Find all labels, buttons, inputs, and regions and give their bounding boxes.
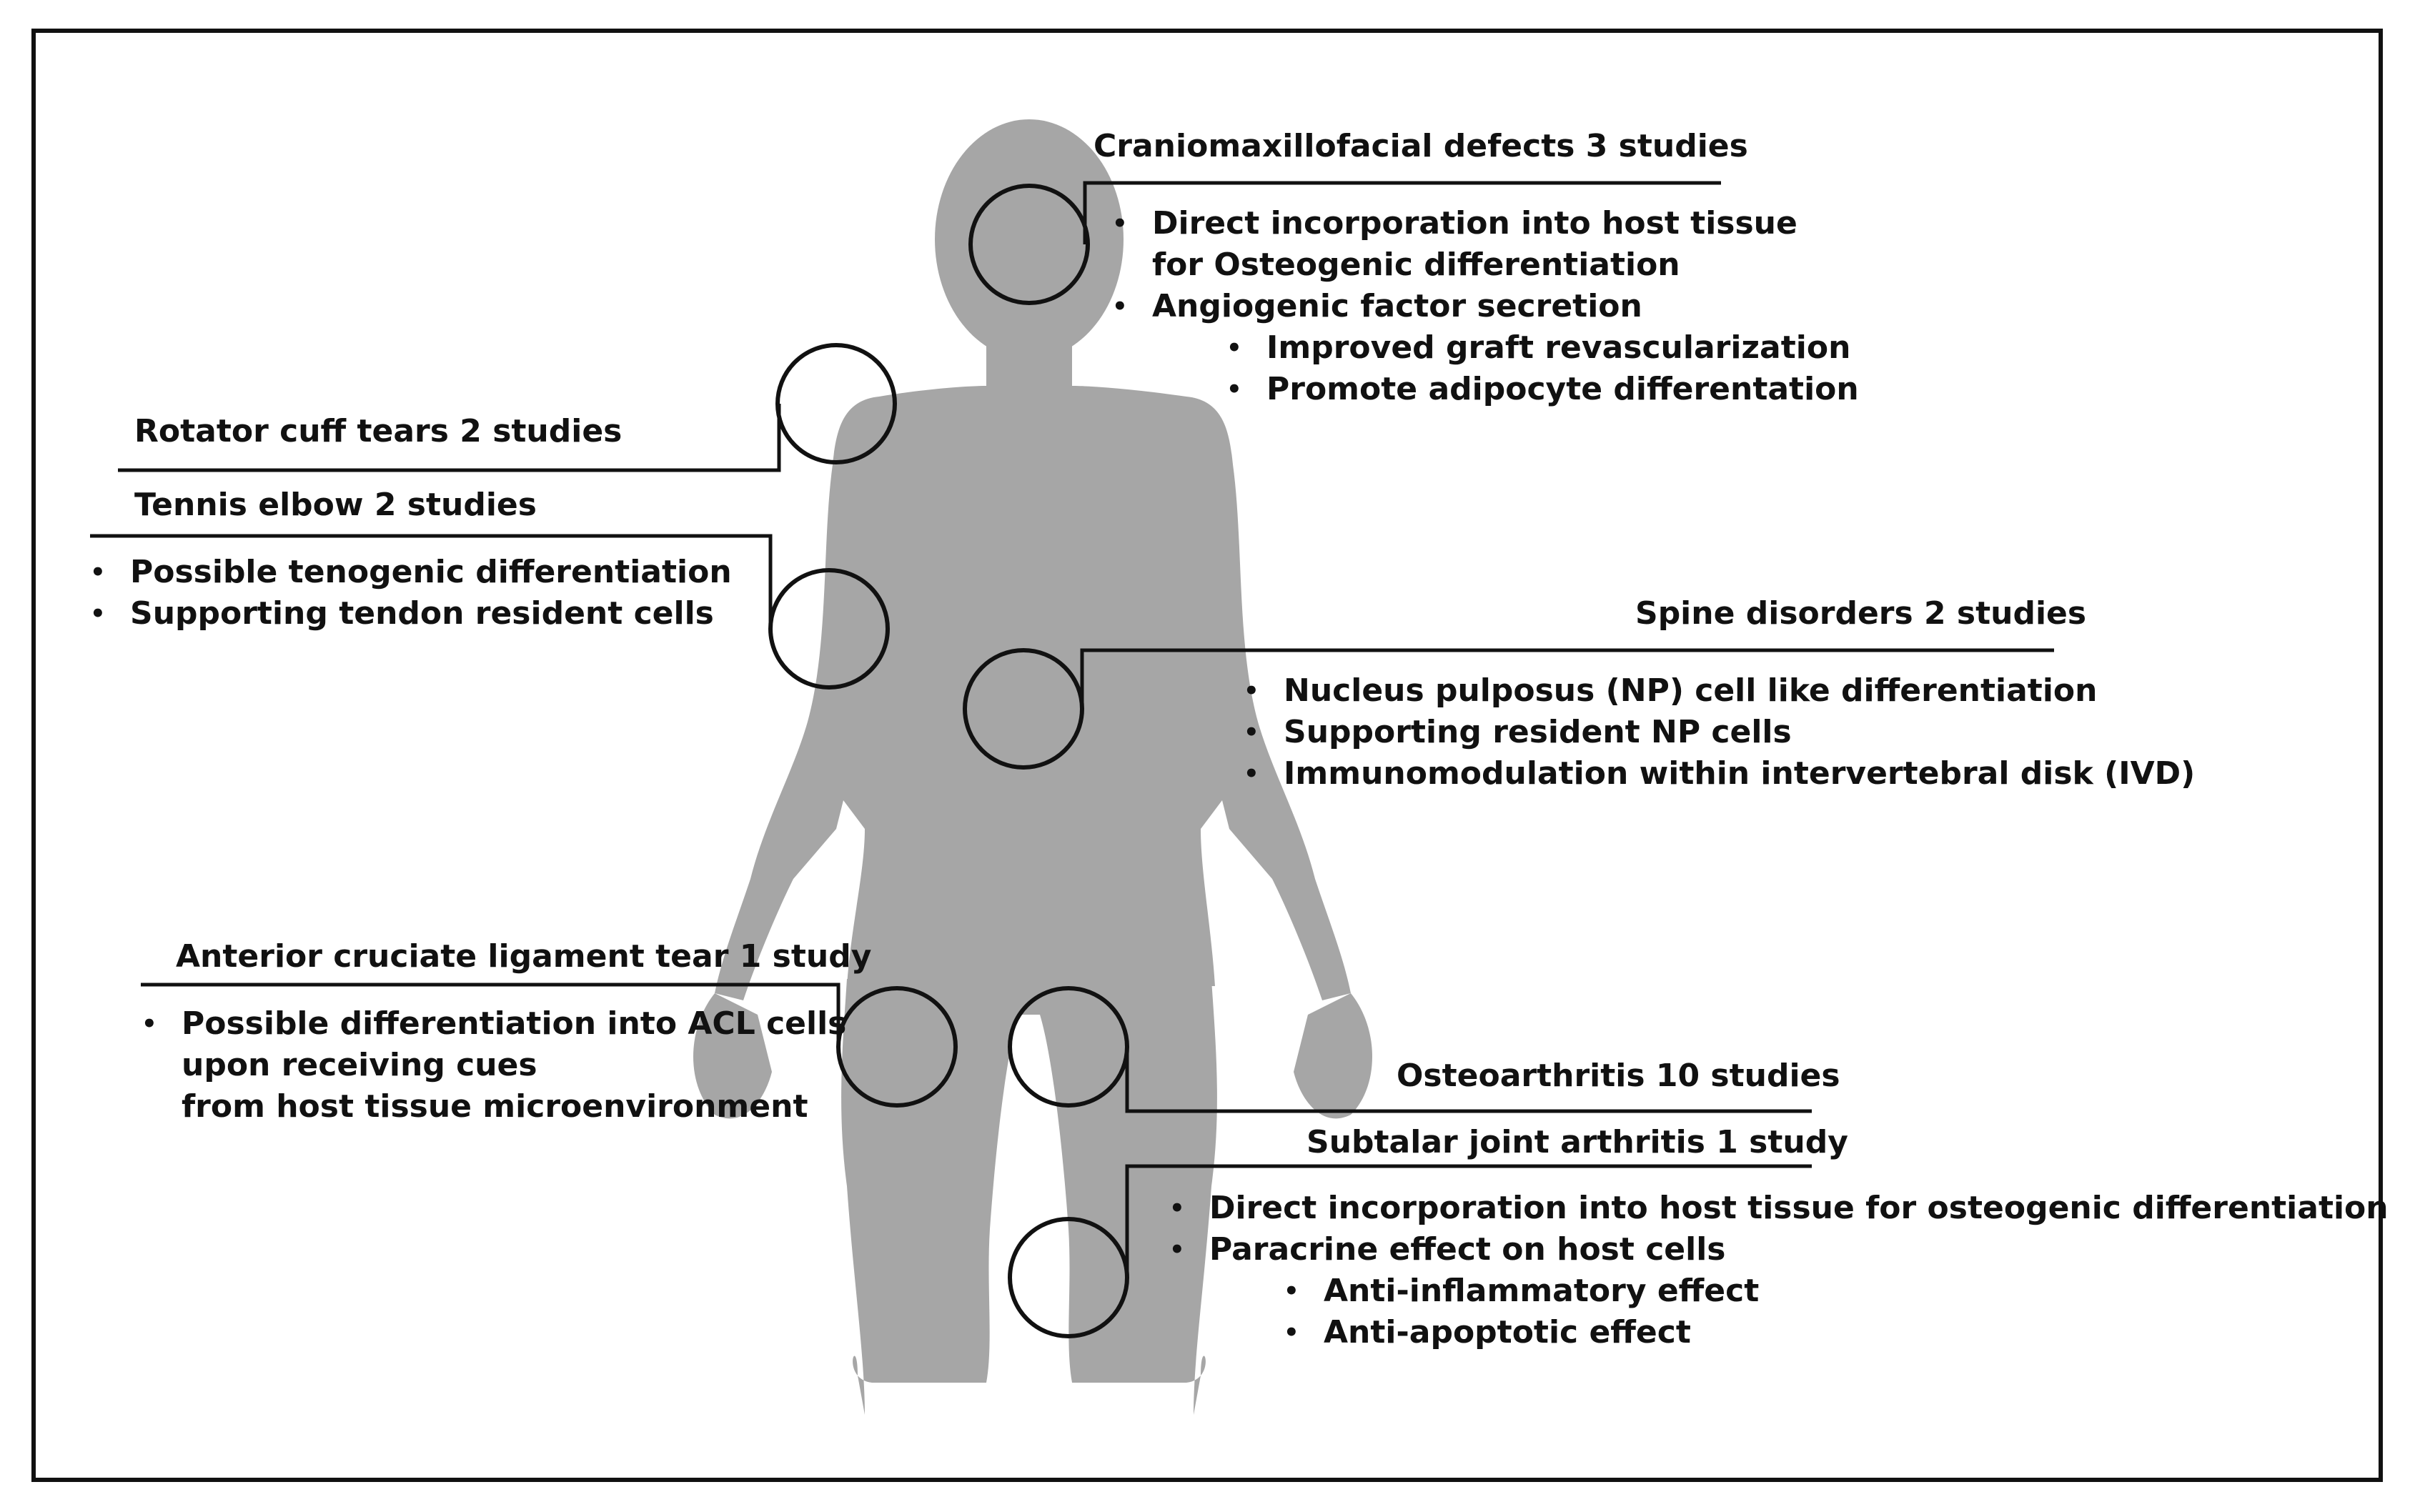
acl-item-3: from host tissue microenvironment (182, 1088, 808, 1125)
spine-list: Nucleus pulposus (NP) cell like differen… (1244, 670, 2195, 795)
subtalar-title: Subtalar joint arthritis 1 study (1306, 1124, 1848, 1160)
cranio-item-5: Promote adipocyte differentation (1112, 369, 1859, 410)
cranio-item-2: for Osteogenic differentiation (1152, 247, 1680, 283)
leader-cranio (1083, 181, 1721, 244)
rotator-title: Rotator cuff tears 2 studies (134, 413, 623, 449)
spine-item-3: Immunomodulation within intervertebral d… (1244, 753, 2195, 795)
target-circle-icon (768, 184, 1129, 1338)
cranio-item-3: Angiogenic factor secretion (1112, 286, 1859, 327)
tennis-item-2: Supporting tendon resident cells (90, 593, 732, 635)
leader-rotator (118, 404, 781, 472)
human-body-silhouette-icon (693, 119, 1372, 1415)
leader-subtalar (1125, 1164, 1812, 1278)
subtalar-item-4: Anti-apoptotic effect (1169, 1312, 2389, 1353)
cranio-item-4: Improved graft revascularization (1112, 327, 1859, 369)
tennis-title: Tennis elbow 2 studies (134, 487, 537, 523)
tennis-item-1: Possible tenogenic differentiation (90, 552, 732, 593)
spine-title: Spine disorders 2 studies (1635, 595, 2087, 632)
subtalar-item-2: Paracrine effect on host cells (1169, 1229, 2389, 1270)
oa-title: Osteoarthritis 10 studies (1397, 1058, 1840, 1094)
acl-item-2: upon receiving cues (182, 1047, 537, 1083)
acl-title: Anterior cruciate ligament tear 1 study (176, 938, 872, 975)
acl-list: Possible differentiation into ACL cellsu… (142, 1003, 846, 1128)
acl-item-1: Possible differentiation into ACL cells (142, 1003, 846, 1045)
leader-tennis (90, 534, 773, 629)
leader-lines (90, 181, 2054, 1278)
cranio-list: Direct incorporation into host tissuefor… (1112, 203, 1859, 410)
subtalar-list: Direct incorporation into host tissue fo… (1169, 1188, 2389, 1353)
cranio-title: Craniomaxillofacial defects 3 studies (1094, 128, 1748, 164)
marker-cranio (968, 184, 1090, 305)
subtalar-item-1: Direct incorporation into host tissue fo… (1169, 1188, 2389, 1229)
tennis-list: Possible tenogenic differentiationSuppor… (90, 552, 732, 635)
leader-spine (1080, 648, 2054, 709)
spine-item-2: Supporting resident NP cells (1244, 712, 2195, 753)
subtalar-item-3: Anti-inflammatory effect (1169, 1270, 2389, 1312)
spine-item-1: Nucleus pulposus (NP) cell like differen… (1244, 670, 2195, 712)
leader-oa (1125, 1047, 1812, 1113)
cranio-item-1: Direct incorporation into host tissue (1112, 203, 1859, 244)
